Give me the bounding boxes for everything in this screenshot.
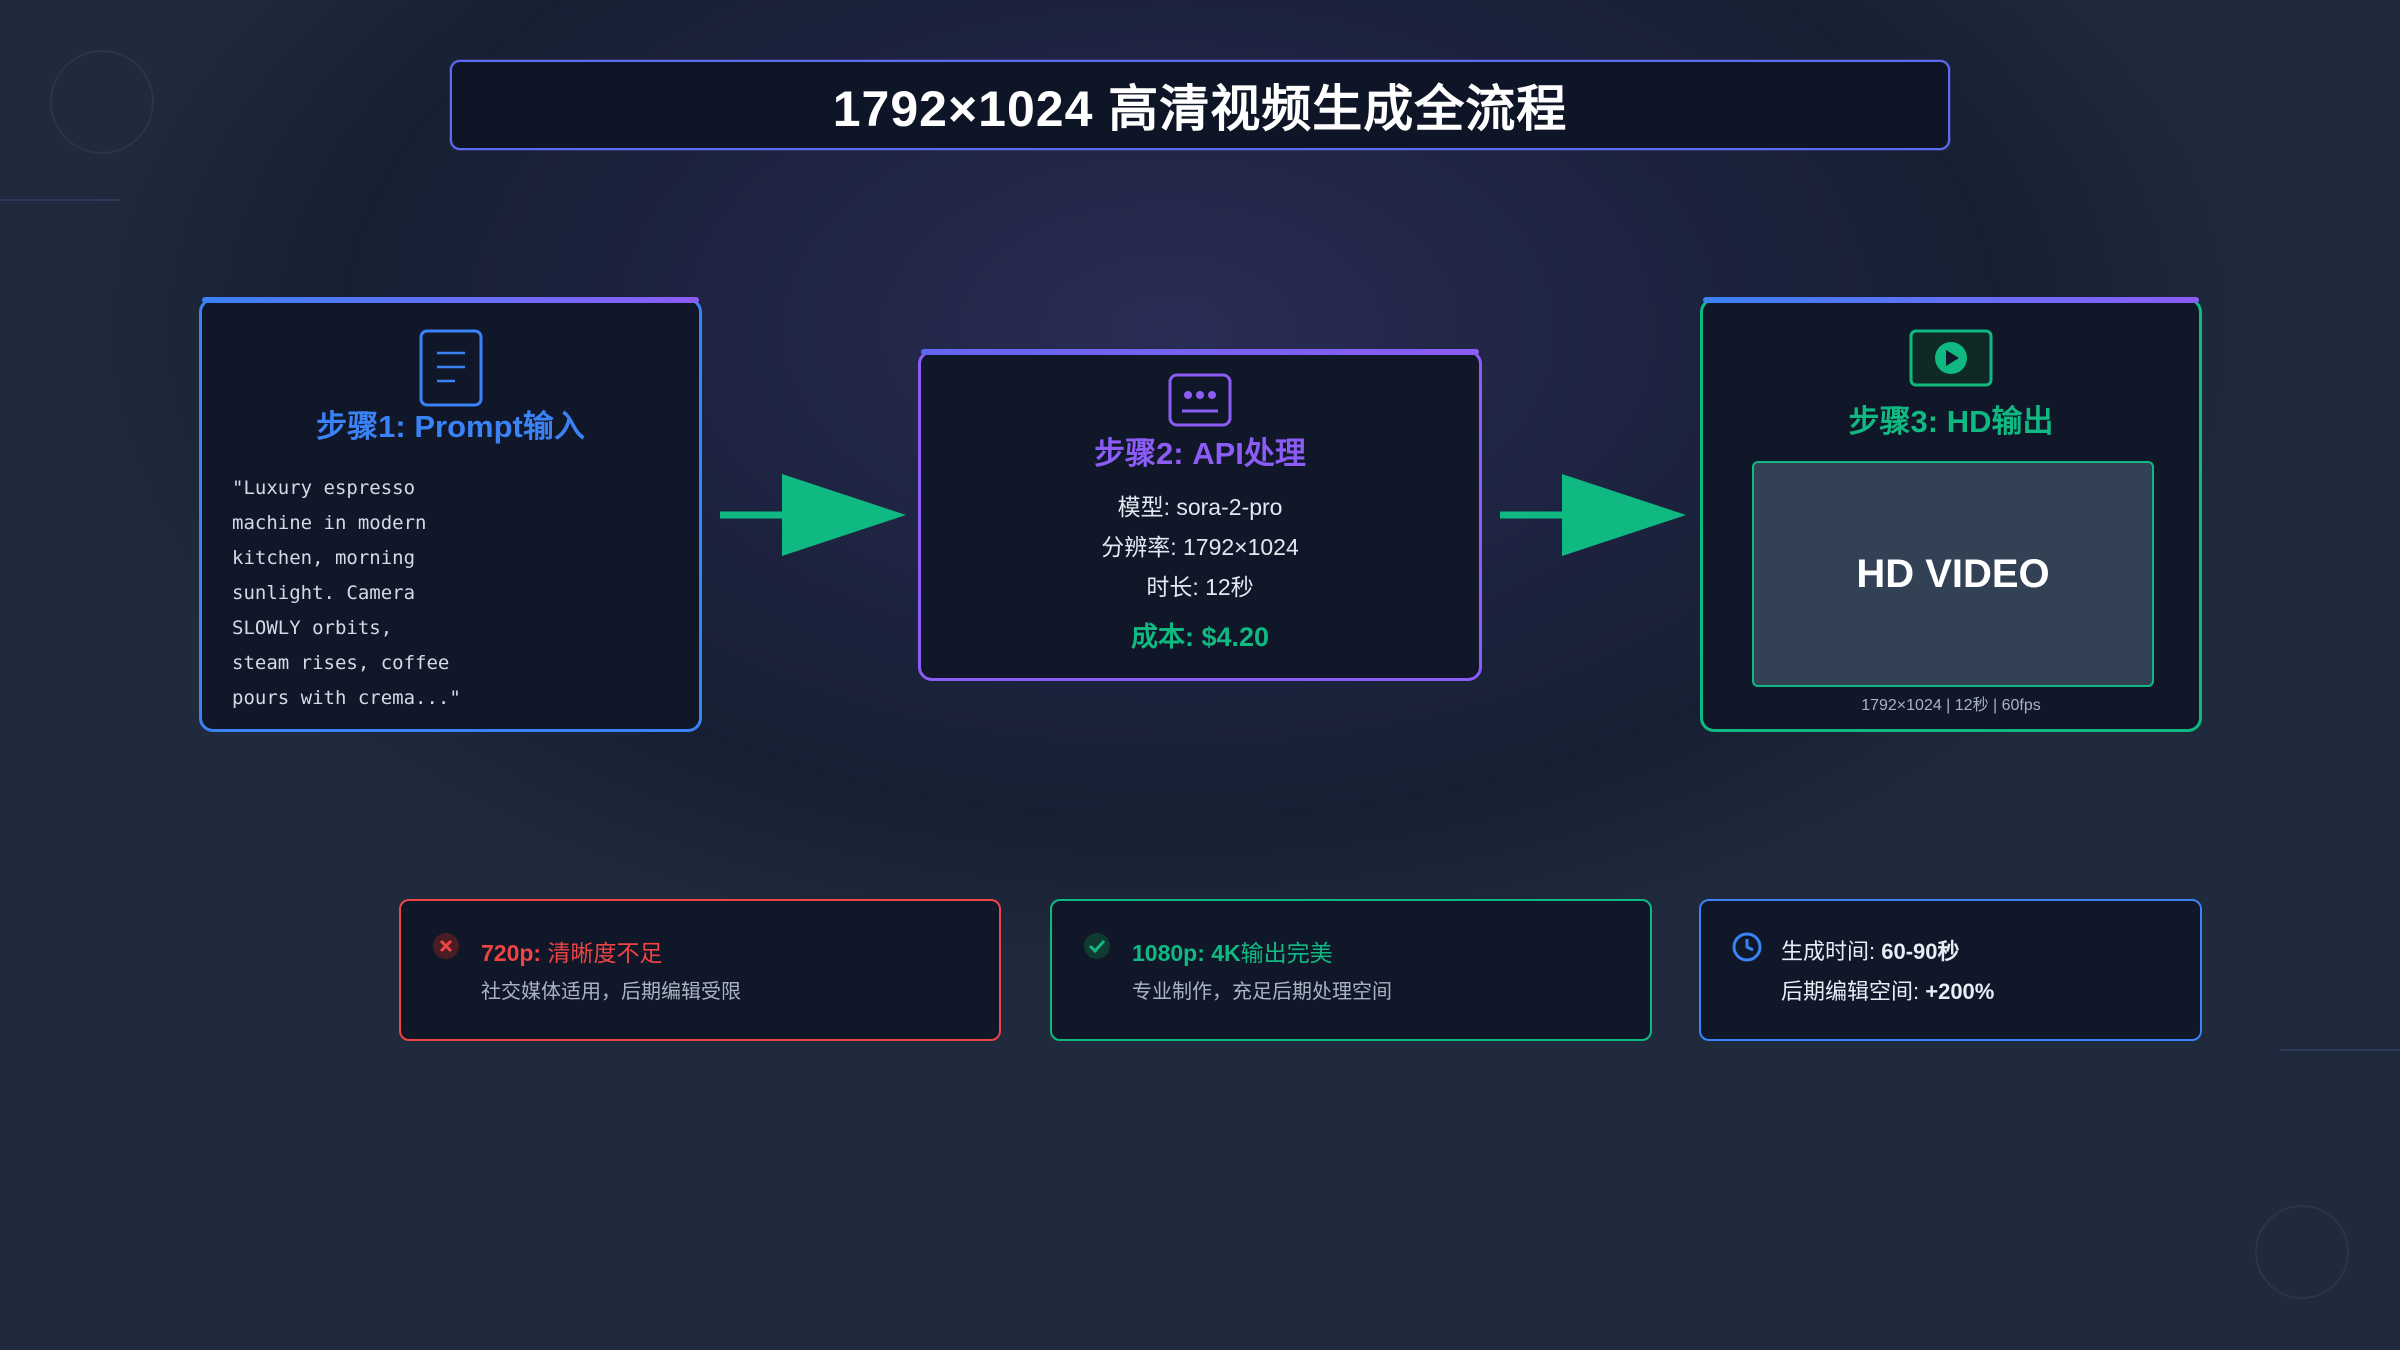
play-icon bbox=[1909, 329, 1993, 387]
document-icon bbox=[419, 329, 482, 407]
edit-space: 后期编辑空间: +200% bbox=[1781, 979, 1995, 1004]
info-desc: 专业制作，充足后期处理空间 bbox=[1132, 981, 1392, 1003]
clock-icon bbox=[1732, 932, 1762, 962]
step1-title: 步骤1: Prompt输入 bbox=[316, 409, 585, 444]
info-desc: 社交媒体适用，后期编辑受限 bbox=[481, 981, 741, 1003]
api-icon bbox=[1168, 373, 1232, 427]
flow-arrow-icon bbox=[1500, 474, 1686, 556]
video-preview: HD VIDEO bbox=[1752, 461, 2154, 687]
card-accent-bar bbox=[921, 349, 1479, 355]
prompt-text: "Luxury espresso machine in modern kitch… bbox=[232, 477, 461, 709]
step3-title: 步骤3: HD输出 bbox=[1848, 404, 2054, 439]
page-title: 1792×1024 高清视频生成全流程 bbox=[832, 81, 1568, 137]
decorative-circle bbox=[2255, 1205, 2349, 1299]
resolution-param: 分辨率: 1792×1024 bbox=[1101, 534, 1299, 560]
decorative-line bbox=[0, 199, 120, 201]
model-param: 模型: sora-2-pro bbox=[1117, 494, 1283, 520]
info-title: 1080p: 4K输出完美 bbox=[1132, 940, 1333, 966]
decorative-circle bbox=[50, 50, 154, 154]
step2-card: 步骤2: API处理 模型: sora-2-pro 分辨率: 1792×1024… bbox=[918, 349, 1482, 681]
card-accent-bar bbox=[1703, 297, 2199, 303]
step2-title: 步骤2: API处理 bbox=[1094, 436, 1306, 471]
cost-value: 成本: $4.20 bbox=[1130, 622, 1270, 652]
close-circle-icon bbox=[433, 933, 459, 959]
title-banner: 1792×1024 高清视频生成全流程 bbox=[450, 60, 1950, 150]
video-meta: 1792×1024 | 12秒 | 60fps bbox=[1861, 697, 2041, 714]
decorative-line bbox=[2280, 1049, 2400, 1051]
step1-card: 步骤1: Prompt输入 "Luxury espresso machine i… bbox=[199, 297, 702, 732]
flow-arrow-icon bbox=[720, 474, 906, 556]
info-title: 720p: 清晰度不足 bbox=[481, 940, 663, 966]
step3-card: 步骤3: HD输出 HD VIDEO 1792×1024 | 12秒 | 60f… bbox=[1700, 297, 2202, 732]
check-circle-icon bbox=[1084, 933, 1110, 959]
duration-param: 时长: 12秒 bbox=[1146, 574, 1254, 600]
info-card-timing: 生成时间: 60-90秒 后期编辑空间: +200% bbox=[1699, 899, 2202, 1041]
generation-time: 生成时间: 60-90秒 bbox=[1781, 939, 1960, 964]
video-label: HD VIDEO bbox=[1856, 551, 2050, 596]
card-accent-bar bbox=[202, 297, 699, 303]
info-card-1080p: 1080p: 4K输出完美 专业制作，充足后期处理空间 bbox=[1050, 899, 1652, 1041]
info-card-720p: 720p: 清晰度不足 社交媒体适用，后期编辑受限 bbox=[399, 899, 1001, 1041]
